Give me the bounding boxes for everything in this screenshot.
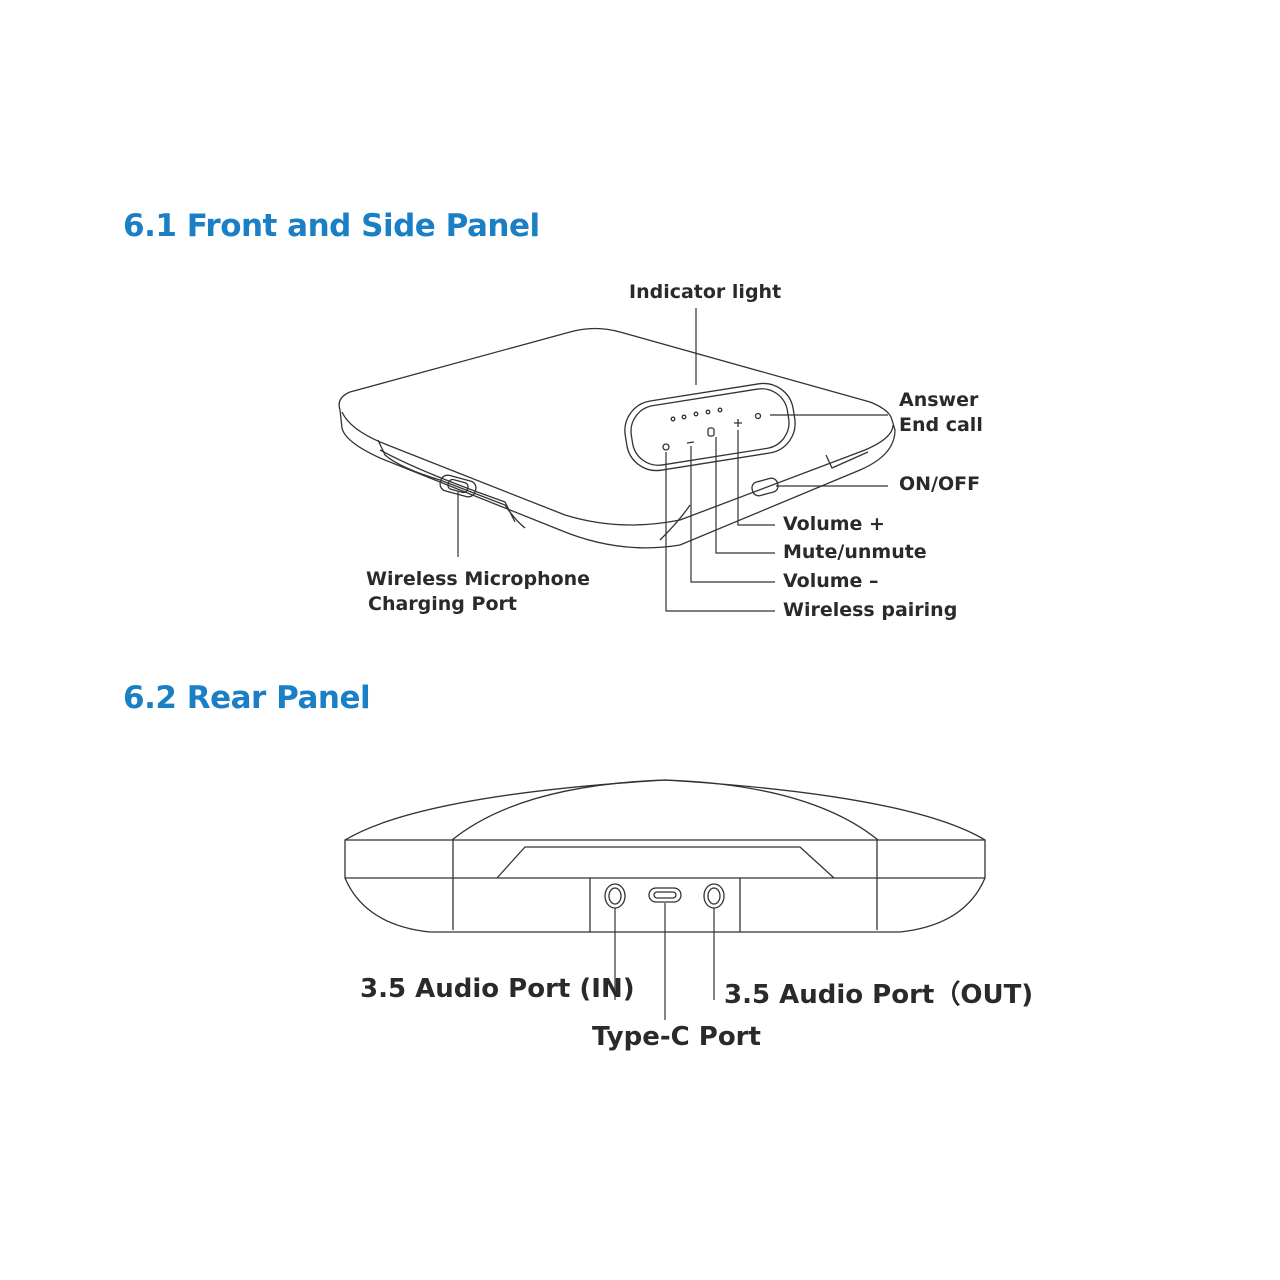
rear-device-drawing [344, 779, 986, 933]
power-switch-icon [751, 477, 779, 497]
label-wireless-pairing: Wireless pairing [783, 599, 958, 621]
label-volume-up: Volume + [783, 513, 885, 535]
front-leader-lines [457, 308, 888, 612]
volume-up-button-icon [734, 419, 742, 427]
label-audio-out: 3.5 Audio Port（OUT) [724, 980, 1034, 1010]
audio-in-port-icon [604, 883, 626, 909]
label-audio-in: 3.5 Audio Port (IN) [360, 974, 635, 1004]
label-indicator-light: Indicator light [629, 281, 782, 303]
section-title-front-side-panel: 6.1 Front and Side Panel [123, 208, 540, 244]
mute-button-icon [707, 427, 715, 437]
label-type-c: Type-C Port [592, 1022, 761, 1052]
label-answer: Answer [899, 389, 979, 411]
audio-out-port-icon [703, 883, 725, 909]
control-panel [624, 382, 796, 472]
label-volume-down: Volume – [783, 570, 879, 592]
type-c-port-icon [648, 887, 682, 903]
label-on-off: ON/OFF [899, 473, 981, 495]
mic-charging-port-icon [439, 474, 477, 498]
label-mic-port-line1: Wireless Microphone [366, 568, 591, 590]
answer-call-button-icon [754, 412, 762, 420]
label-end-call: End call [899, 414, 983, 436]
volume-down-button-icon [686, 441, 695, 444]
indicator-light-icon [670, 407, 723, 422]
label-mute: Mute/unmute [783, 541, 927, 563]
rear-leader-lines [614, 903, 715, 1020]
section-title-rear-panel: 6.2 Rear Panel [123, 680, 371, 716]
label-mic-port-line2: Charging Port [368, 593, 517, 615]
pairing-button-icon [662, 443, 670, 451]
